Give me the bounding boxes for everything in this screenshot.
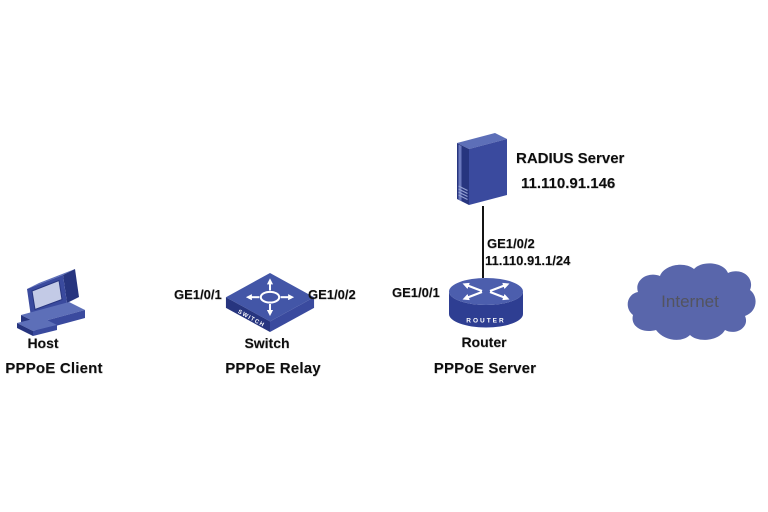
router-role-label: PPPoE Server [433,360,537,377]
switch-right-skirt [270,297,315,333]
monitor-screen [31,279,63,311]
server-top-face [457,133,507,149]
host-computer-icon [17,269,85,336]
internet-label: Internet [661,292,719,311]
switch-left-skirt [225,297,270,333]
router-arrows-icon [462,282,510,301]
switch-left-port-label: GE1/0/1 [174,287,222,302]
router-left-port-label: GE1/0/1 [392,285,440,300]
internet-cloud-icon: Internet [627,263,756,340]
radius-server-icon [457,133,507,205]
switch-name-label: Switch [244,335,290,351]
router-top-face [449,278,523,305]
switch-arrows-icon [245,278,295,317]
radius-server-name-label: RADIUS Server [516,150,625,167]
server-side-face [469,139,507,205]
switch-right-port-label: GE1/0/2 [308,287,356,302]
switch-icon: SWITCH [225,272,315,333]
switch-role-label: PPPoE Relay [225,360,321,377]
host-role-label: PPPoE Client [5,360,103,377]
base-top-face [21,302,85,323]
router-icon: ROUTER [449,278,523,328]
monitor-side-face [63,269,79,303]
router-face-label: ROUTER [466,318,505,325]
cloud-shape [627,263,756,340]
server-vent-slats [458,185,468,201]
router-body [449,291,523,328]
router-uplink-ip-label: 11.110.91.1/24 [485,253,571,268]
router-radius-link-line [482,206,484,278]
monitor-top-face [27,269,75,289]
router-name-label: Router [461,334,507,350]
host-name-label: Host [27,335,59,351]
tray-front-face [17,323,33,336]
radius-server-ip-label: 11.110.91.146 [521,175,616,192]
router-uplink-port-label: GE1/0/2 [487,236,535,251]
tray-side-face [33,325,57,336]
